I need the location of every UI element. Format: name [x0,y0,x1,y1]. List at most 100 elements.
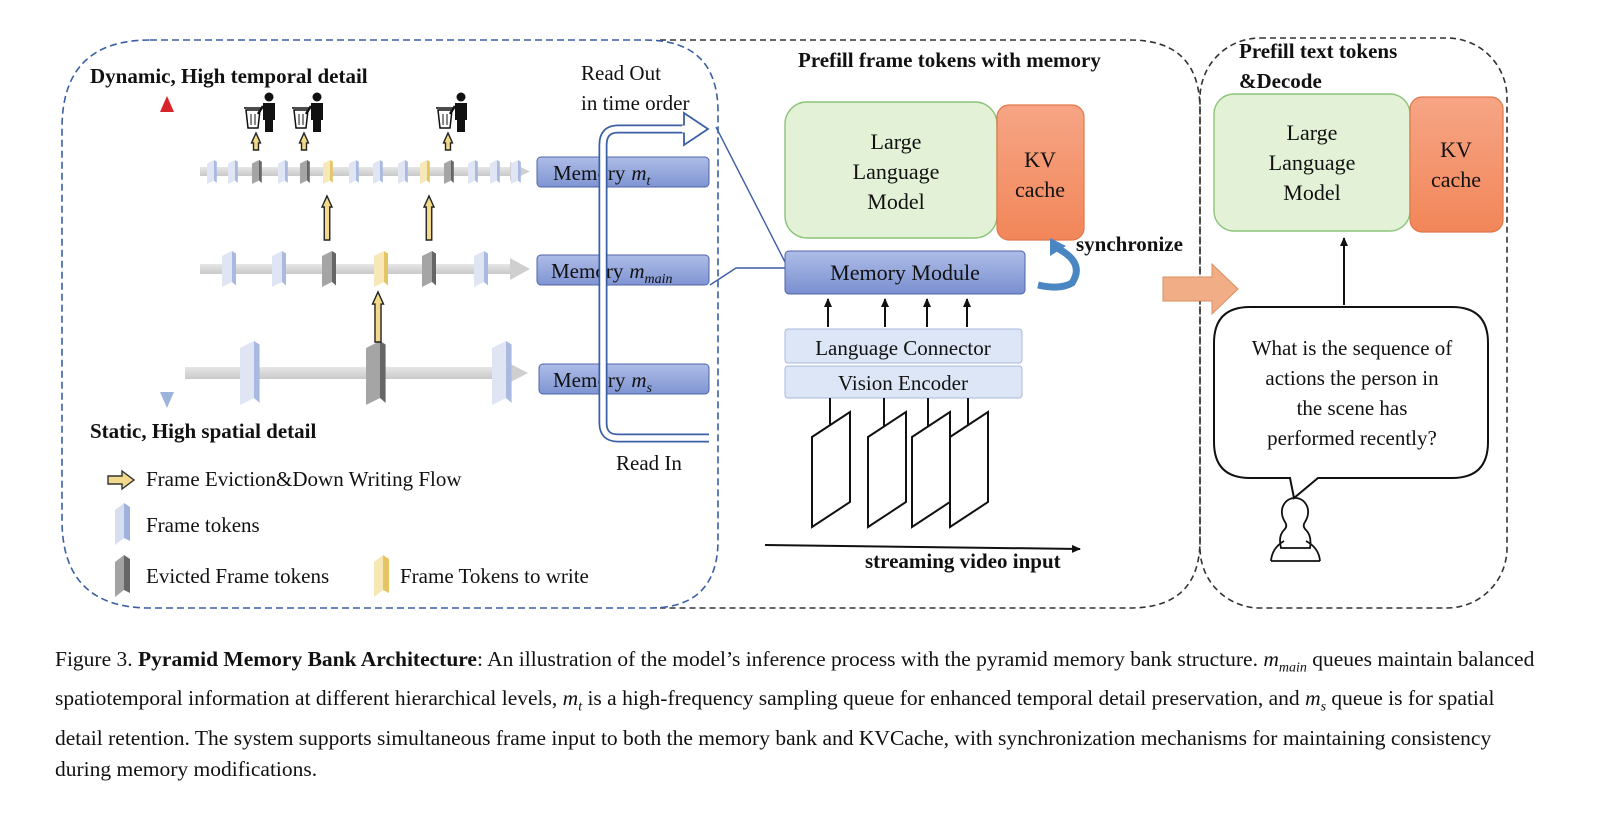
token-t-evicted-10 [444,160,454,184]
token-main-evicted-2 [322,251,336,287]
legend: Frame Eviction&Down Writing Flow Frame t… [107,467,589,597]
evict-arrow-t-1 [250,131,262,151]
token-t-write-9 [420,160,430,184]
read-in-label: Read In [616,451,682,475]
kv-1-line-1: KV [1024,147,1056,172]
legend-eviction-arrow-icon [107,469,136,491]
memory-s-sub: s [647,381,653,396]
evict-arrow-s-1 [371,290,385,343]
figure-caption: Figure 3. Pyramid Memory Bank Architectu… [55,644,1545,785]
pyramid-memory-bank-diagram: Dynamic, High temporal detail Static, Hi… [61,37,1508,609]
prefill-transition-arrow [1162,262,1239,316]
question-line-4: performed recently? [1267,426,1437,450]
token-t-evicted-2 [252,160,262,184]
token-main-evicted-4 [422,251,436,287]
evict-arrow-t-3 [442,131,454,151]
token-t-frame-1 [228,160,238,184]
static-label: Static, High spatial detail [90,419,317,443]
eviction-flow [244,92,467,343]
trash-icon-1 [244,92,275,132]
llm-1-line-2: Language [853,159,940,184]
token-t-evicted-4 [300,160,310,184]
panel-prefill-text-outline [1199,37,1508,609]
legend-eviction-label: Frame Eviction&Down Writing Flow [146,467,462,491]
llm-2-line-1: Large [1287,120,1338,145]
dynamic-label: Dynamic, High temporal detail [90,64,368,88]
legend-evicted-token-icon [115,555,130,597]
caption-text-2: queues maintain balanced spatiotemporal … [55,647,1535,711]
panel-prefill-frame-outline [660,39,1201,609]
token-main-write-3 [374,251,388,287]
gradient-arrow-top-head [160,96,174,112]
token-main-frame-1 [272,251,286,287]
llm-2-line-3: Model [1283,180,1340,205]
legend-frame-token-icon [115,503,130,545]
question-line-1: What is the sequence of [1252,336,1453,360]
read-out-label-1: Read Out [581,61,661,85]
evict-arrow-main-1 [320,194,334,241]
token-t-frame-6 [349,160,359,184]
kv-cache-box-1 [996,104,1085,241]
caption-var-s: ms [1305,686,1327,715]
llm-1-line-3: Model [867,189,924,214]
token-t-frame-7 [373,160,383,184]
module-input-arrows [824,298,971,327]
kv-2-line-1: KV [1440,137,1472,162]
legend-write-token-icon [374,555,389,597]
prefill-text-title-1: Prefill text tokens [1239,39,1397,63]
llm-1-line-1: Large [871,129,922,154]
read-out-label-2: in time order [581,91,689,115]
caption-text-4: queue is for spatial detail retention. T… [55,686,1495,781]
read-flow-arrow [598,111,710,443]
token-s-evicted-1 [366,341,386,405]
memory-main-var: m [629,259,644,283]
legend-evicted-label: Evicted Frame tokens [146,564,329,588]
memory-t-var: m [631,161,646,185]
user-icon [1270,497,1321,562]
memory-t-prefix: Memory [553,161,626,185]
vision-encoder-box [784,365,1023,399]
memory-main-prefix: Memory [551,259,624,283]
token-t-frame-11 [468,160,478,184]
streaming-label: streaming video input [865,549,1061,573]
caption-title: Pyramid Memory Bank Architecture [138,647,477,671]
memory-module-label: Memory Module [830,260,980,285]
token-t-frame-12 [490,160,500,184]
caption-var-main: mmain [1263,647,1307,676]
connector-line-top [715,126,786,263]
token-t-frame-13 [511,160,521,184]
queue-bar-s [185,361,528,385]
caption-text-1: : An illustration of the model’s inferen… [476,647,1258,671]
video-frame-2 [867,398,907,529]
question-line-2: actions the person in [1265,366,1439,390]
memory-t-sub: t [647,174,652,189]
token-t-frame-0 [207,160,217,184]
trash-icon-3 [436,92,467,132]
kv-1-line-2: cache [1015,177,1065,202]
trash-icon-2 [292,92,323,132]
token-main-frame-0 [222,251,236,287]
tokens-queue-s [240,341,512,405]
video-frame-3 [911,398,951,529]
gradient-arrow-bottom-head [160,392,174,408]
prefill-text-title-2: &Decode [1239,69,1322,93]
evict-arrow-t-2 [298,131,310,151]
question-line-3: the scene has [1297,396,1408,420]
token-t-frame-3 [278,160,288,184]
token-s-frame-2 [492,341,512,405]
panel-pyramid-outline [61,39,719,609]
memory-s-prefix: Memory [553,368,626,392]
queue-bar-main [200,258,530,280]
legend-to-write-label: Frame Tokens to write [400,564,589,588]
memory-s-var: m [631,368,646,392]
memory-module-box [784,250,1026,295]
question-speech-bubble [1213,306,1489,500]
evict-arrow-main-2 [422,194,436,241]
video-frame-1 [811,398,851,529]
